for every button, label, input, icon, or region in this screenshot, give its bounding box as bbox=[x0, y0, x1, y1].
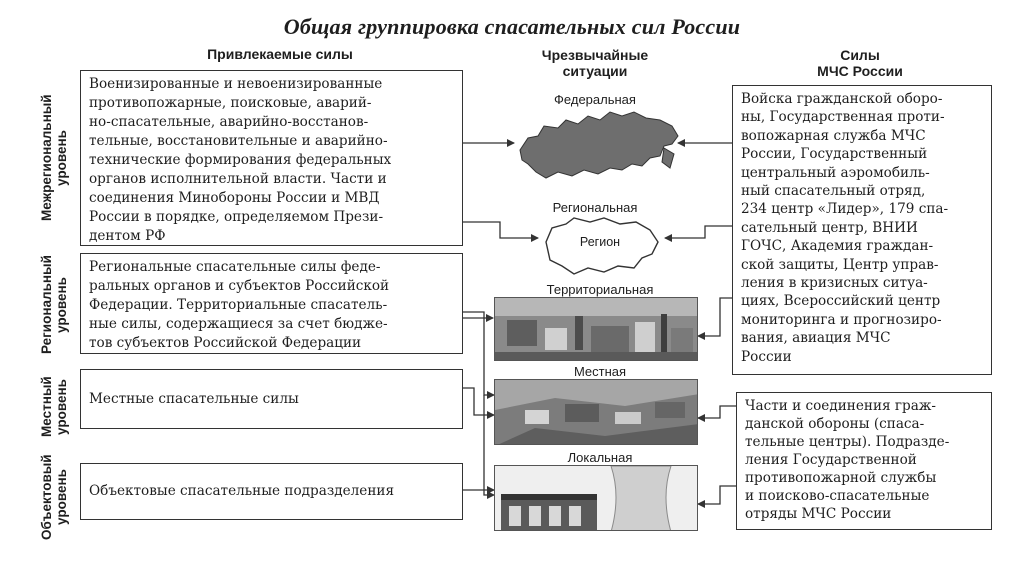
caption-territorial: Территориальная bbox=[546, 282, 654, 297]
arrow-mchs-to-region bbox=[664, 225, 732, 242]
arrow-mchs-to-localized-photo bbox=[697, 485, 736, 508]
arrow-mchs-to-local-photo bbox=[697, 405, 736, 422]
caption-federal: Федеральная bbox=[554, 92, 636, 107]
region-map-icon bbox=[545, 217, 659, 275]
localized-photo bbox=[494, 465, 698, 531]
attracted-forces-regional-box: Региональные спасательные силы феде- рал… bbox=[80, 253, 463, 354]
diagram-title: Общая группировка спасательных сил Росси… bbox=[283, 14, 741, 39]
russia-map-icon bbox=[519, 111, 679, 179]
arrow-local-to-photo bbox=[463, 387, 495, 419]
arrow-left-to-region bbox=[463, 221, 539, 242]
attracted-forces-interregional-box: Военизированные и невоенизированные прот… bbox=[80, 70, 463, 246]
mchs-forces-top-box: Войска гражданской оборо- ны, Государств… bbox=[732, 85, 992, 375]
attracted-forces-object-box: Объектовые спасательные подразделения bbox=[80, 463, 463, 520]
local-photo bbox=[494, 379, 698, 445]
caption-localized: Локальная bbox=[567, 450, 633, 465]
attracted-forces-local-box: Местные спасательные силы bbox=[80, 369, 463, 429]
arrow-regional-to-local-photo bbox=[463, 311, 495, 399]
header-emergencies: Чрезвычайные ситуации bbox=[541, 47, 649, 79]
caption-local: Местная bbox=[573, 364, 627, 379]
caption-regional: Региональная bbox=[552, 200, 638, 215]
region-map-label: Регион bbox=[579, 235, 621, 249]
arrow-left-to-localized-photo bbox=[483, 395, 495, 499]
mchs-forces-bottom-box: Части и соединения граж- данской обороны… bbox=[736, 392, 992, 530]
header-mchs-forces: Силы МЧС России bbox=[817, 47, 903, 79]
arrow-mchs-to-territorial-photo bbox=[697, 297, 736, 340]
territorial-photo bbox=[494, 297, 698, 361]
header-attracted-forces: Привлекаемые силы bbox=[207, 46, 353, 62]
